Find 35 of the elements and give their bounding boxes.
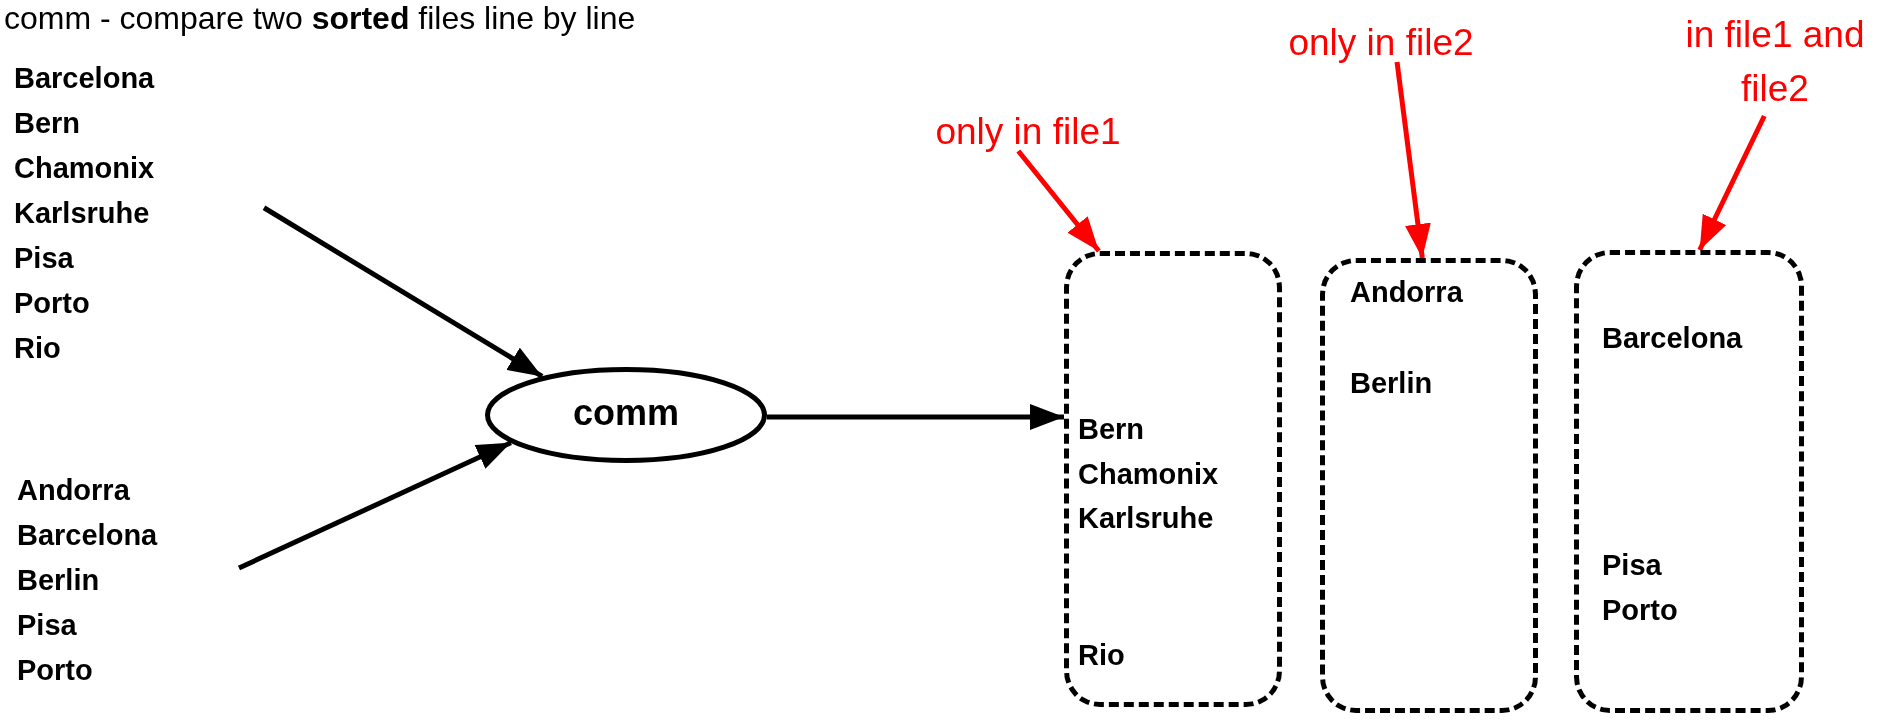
city-name: Karlsruhe bbox=[1078, 501, 1214, 536]
arrow bbox=[766, 404, 1064, 430]
dashed-group-box bbox=[1320, 258, 1538, 713]
city-name: Rio bbox=[14, 331, 61, 366]
annotation-label: only in file1 bbox=[898, 105, 1158, 151]
annotation-label: in file1 and file2 bbox=[1685, 8, 1865, 116]
city-name: Porto bbox=[1602, 593, 1678, 628]
dashed-group-box bbox=[1574, 250, 1804, 713]
city-name: Porto bbox=[17, 653, 93, 688]
city-name: Chamonix bbox=[14, 151, 155, 186]
city-name: Andorra bbox=[1350, 275, 1463, 310]
dashed-group-box bbox=[1064, 251, 1282, 707]
city-name: Barcelona bbox=[1602, 321, 1743, 356]
arrow bbox=[237, 440, 512, 571]
arrow bbox=[1016, 149, 1101, 253]
city-name: Karlsruhe bbox=[14, 196, 150, 231]
city-name: Barcelona bbox=[14, 61, 155, 96]
city-name: Barcelona bbox=[17, 518, 158, 553]
city-name: Berlin bbox=[17, 563, 100, 598]
city-name: Chamonix bbox=[1078, 457, 1219, 492]
city-name: Pisa bbox=[17, 608, 77, 643]
arrow bbox=[1394, 61, 1431, 259]
arrow bbox=[1697, 114, 1767, 252]
city-name: Pisa bbox=[14, 241, 74, 276]
arrow bbox=[262, 205, 544, 379]
city-name: Porto bbox=[14, 286, 90, 321]
city-name: Bern bbox=[1078, 412, 1145, 447]
annotation-label: only in file2 bbox=[1236, 16, 1526, 62]
process-label: comm bbox=[573, 393, 679, 433]
city-name: Pisa bbox=[1602, 548, 1662, 583]
city-name: Berlin bbox=[1350, 366, 1433, 401]
city-name: Bern bbox=[14, 106, 81, 141]
title: comm - compare two sorted files line by line bbox=[4, 0, 636, 37]
city-name: Rio bbox=[1078, 638, 1125, 673]
city-name: Andorra bbox=[17, 473, 130, 508]
